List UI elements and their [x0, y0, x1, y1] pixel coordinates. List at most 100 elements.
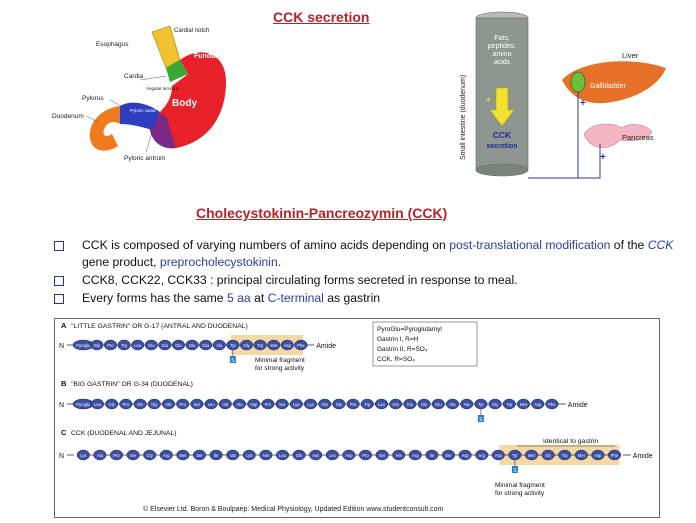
- peptide-figure-svg: A"LITTLE GASTRIN" OR G-17 (ANTRAL AND DU…: [59, 321, 653, 513]
- residue-label: Gln: [296, 453, 303, 458]
- residue-label: His: [165, 402, 171, 407]
- label-gallbladder: Gallbladder: [590, 83, 626, 90]
- residue-label: Leu: [94, 402, 102, 407]
- label-angular-incisure: Angular incisure: [146, 86, 179, 91]
- gallbladder-shape: [570, 71, 586, 93]
- bullet-text: 5 aa: [226, 291, 251, 305]
- residue-label: Pro: [362, 453, 369, 458]
- residue-label: Glu: [148, 343, 155, 348]
- stomach-diagram: Cardial notch Esophagus Fundus Cardia An…: [52, 25, 226, 162]
- panel-letter: A: [61, 321, 67, 330]
- minimal-fragment-label: Minimal fragment: [255, 357, 305, 364]
- bullet-square-icon: [54, 241, 64, 251]
- residue-bead: [131, 339, 145, 351]
- residue-label: Gly: [151, 402, 158, 407]
- residue-label: Gly: [492, 402, 499, 407]
- residue-label: Ile: [214, 453, 219, 458]
- residue-label: Pro: [113, 453, 120, 458]
- bullet-text: as gastrin: [323, 291, 381, 305]
- residue-label: Gly: [243, 343, 250, 348]
- residue-label: Asp: [461, 453, 469, 458]
- residue-label: Gly: [94, 343, 101, 348]
- residue-label: Pro: [179, 402, 186, 407]
- residue-bead: [126, 449, 140, 461]
- residue-label: Tyr: [230, 343, 236, 348]
- residue-label: Met: [528, 453, 536, 458]
- amide-label: Amide: [316, 343, 336, 350]
- bullet-text: Every forms has the same: [82, 291, 227, 305]
- residue-label: Glu: [189, 343, 196, 348]
- residue-label: Val: [222, 402, 228, 407]
- residue-label: Phe: [611, 453, 619, 458]
- residue-label: Met: [520, 402, 528, 407]
- residue-label: Gln: [321, 402, 328, 407]
- residue-label: Glu: [392, 402, 399, 407]
- label-secretion: secretion: [486, 143, 517, 150]
- residue-label: Val: [230, 453, 236, 458]
- label-pancreas: Pancreas: [622, 133, 654, 142]
- residue-label: Trp: [364, 402, 371, 407]
- cck-secretion-diagram: Small intestine (duodenum) Fats,peptides…: [460, 11, 666, 179]
- residue-label: Lys: [293, 402, 299, 407]
- residue-bead: [133, 398, 147, 410]
- residue-label: Pyroglu: [76, 343, 91, 348]
- bullet-text: CCK is composed of varying numbers of am…: [82, 238, 450, 252]
- residue-label: Pro: [350, 402, 357, 407]
- label-esophagus: Esophagus: [96, 41, 129, 48]
- residue-bead: [161, 398, 176, 410]
- residue-label: Ser: [196, 453, 203, 458]
- panel-title: "BIG GASTRIN" OR G-34 (DUODENAL): [71, 381, 193, 388]
- cck-main-title: Cholecystokinin-Pancreozymin (CCK): [196, 205, 448, 221]
- copyright-text: © Elsevier Ltd. Boron & Boulpaep: Medica…: [143, 505, 444, 513]
- residue-label: Leu: [378, 402, 386, 407]
- residue-label: Asp: [284, 343, 292, 348]
- residue-label: Trp: [121, 343, 128, 348]
- residue-label: Ala: [216, 343, 223, 348]
- bullet-text: preprocholecystokinin: [159, 255, 278, 269]
- pancreas-shape: [583, 123, 653, 148]
- residue-label: Ala: [236, 402, 243, 407]
- bullet-item: CCK8, CCK22, CCK33 : principal circulati…: [54, 272, 684, 289]
- stomach-antrum: [150, 112, 176, 149]
- residue-label: Glu: [449, 402, 456, 407]
- minimal-fragment-label: Minimal fragment: [495, 482, 545, 489]
- label-pyloric-canal: Pyloric canal: [130, 108, 156, 113]
- residue-label: Glu: [421, 402, 428, 407]
- residue-label: Ala: [464, 402, 471, 407]
- residue-label: Asp: [495, 453, 503, 458]
- residue-label: Trp: [506, 402, 513, 407]
- residue-label: Phe: [297, 343, 305, 348]
- pathway-line-pancreas: [578, 144, 601, 179]
- residue-bead: [607, 449, 622, 461]
- legend-entry: PyroGlu=Pyroglutamyl: [377, 326, 442, 333]
- residue-label: Asp: [250, 402, 258, 407]
- residue-label: Ala: [97, 453, 104, 458]
- residue-label: Glu: [407, 402, 414, 407]
- sulfate-label: S: [479, 417, 483, 423]
- residue-label: Met: [179, 453, 187, 458]
- residue-label: Tyr: [478, 402, 484, 407]
- residue-label: Pro: [123, 402, 130, 407]
- residue-label: Gly: [147, 453, 154, 458]
- label-fundus: Fundus: [194, 53, 219, 60]
- cck-secretion-title: CCK secretion: [273, 9, 370, 25]
- sulfate-box: [477, 415, 484, 422]
- n-terminus-label: N: [59, 343, 64, 350]
- residue-label: Gln: [137, 402, 144, 407]
- stomach-cardia: [166, 60, 188, 82]
- legend-entry: Gastrin II, R=SO₄: [377, 346, 428, 353]
- residue-label: Ser: [445, 453, 452, 458]
- sulfate-box: [229, 356, 236, 363]
- residue-label: Arg: [163, 453, 170, 458]
- plus-icon-gallbladder: +: [580, 98, 586, 109]
- label-pylorus: Pylorus: [82, 95, 104, 102]
- residue-label: Lys: [307, 402, 313, 407]
- label-pyloric-antrum: Pyloric antrum: [124, 155, 166, 162]
- residue-label: Asn: [312, 453, 320, 458]
- panel-title: CCK (DUODENAL AND JEJUNAL): [71, 430, 177, 437]
- residue-label: Pro: [265, 402, 272, 407]
- residue-label: Tyr: [512, 453, 518, 458]
- liver-shape: [562, 61, 666, 104]
- bullet-list: CCK is composed of varying numbers of am…: [54, 237, 684, 308]
